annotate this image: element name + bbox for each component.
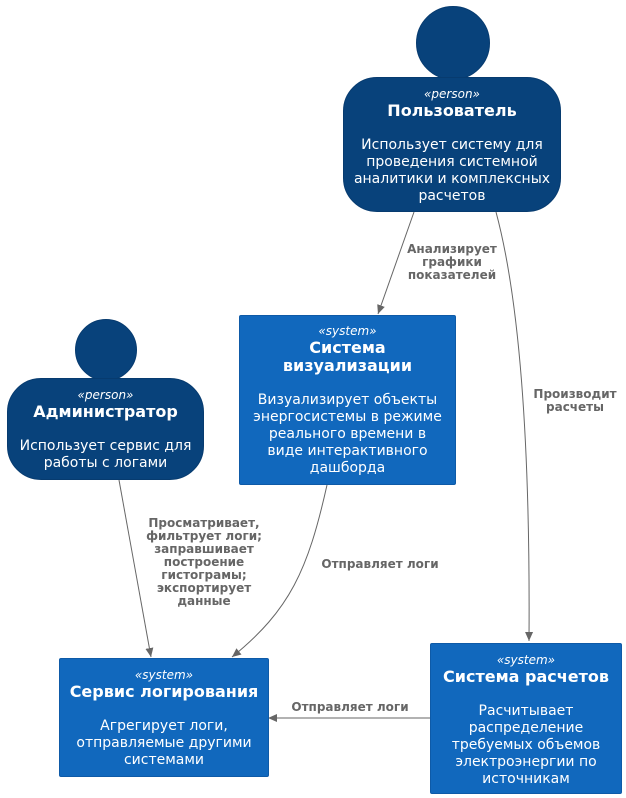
calc-system-node[interactable]: «system» Система расчетов Расчитывает ра… xyxy=(430,643,622,794)
edge-viz-logging xyxy=(231,484,328,658)
viz-system-node[interactable]: «system» Система визуализации Визуализир… xyxy=(239,315,456,485)
desc-line: Агрегирует логи, xyxy=(100,718,228,734)
edge-label-calc-logging: Отправляет логи xyxy=(282,701,418,714)
calc-stereotype: «system» xyxy=(496,653,556,667)
desc-line: реального времени в xyxy=(268,426,427,442)
edge-label-line: Анализирует xyxy=(407,242,497,256)
edge-user-calc xyxy=(495,211,534,642)
edge-label-line: показателей xyxy=(407,268,497,282)
desc-line: отправляемые другими xyxy=(76,735,252,751)
logging-stereotype: «system» xyxy=(134,668,194,682)
desc-line: расчетов xyxy=(418,188,486,204)
viz-stereotype: «system» xyxy=(318,324,377,338)
desc-line: дашборда xyxy=(309,460,386,476)
desc-line: источникам xyxy=(482,771,570,787)
calc-title: Система расчетов xyxy=(443,667,609,686)
desc-line: проведения системной xyxy=(366,154,538,170)
desc-line: энергосистемы в режиме xyxy=(253,409,442,425)
edge-label-user-viz: Анализирует графики показателей xyxy=(398,243,506,282)
logging-system-node[interactable]: «system» Сервис логирования Агрегирует л… xyxy=(59,658,269,777)
edge-label-line: построение xyxy=(163,555,245,569)
edge-label-line: гистограмы; xyxy=(161,568,247,582)
edge-label-line: заправшивает xyxy=(154,542,254,556)
edge-label-line: данные xyxy=(177,594,231,608)
edge-label-line: фильтрует логи; xyxy=(146,529,262,543)
user-description: Использует систему для проведения систем… xyxy=(354,137,550,205)
desc-line: работы с логами xyxy=(43,455,168,471)
user-person-head xyxy=(416,6,490,80)
edge-user-viz xyxy=(377,211,415,315)
admin-person-head xyxy=(75,319,137,381)
desc-line: Визуализирует объекты xyxy=(257,392,438,408)
edge-label-line: Производит xyxy=(533,387,617,401)
logging-description: Агрегирует логи, отправляемые другими си… xyxy=(76,718,251,769)
desc-line: Использует сервис для xyxy=(19,438,192,454)
edge-label-line: экспортирует xyxy=(156,581,252,595)
user-title: Пользователь xyxy=(387,101,517,120)
edge-label-line: графики xyxy=(422,255,482,269)
title-line: Система xyxy=(309,338,386,357)
edge-admin-logging xyxy=(118,479,154,658)
edge-label-line: Отправляет логи xyxy=(291,700,409,714)
viz-title: Система визуализации xyxy=(283,339,412,375)
edge-label-line: расчеты xyxy=(546,400,604,414)
admin-title: Администратор xyxy=(33,402,178,421)
desc-line: виде интерактивного xyxy=(267,443,428,459)
calc-description: Расчитывает распределение требуемых объе… xyxy=(452,703,601,788)
admin-stereotype: «person» xyxy=(77,388,134,402)
admin-description: Использует сервис для работы с логами xyxy=(20,438,192,472)
user-person-node[interactable]: «person» Пользователь Использует систему… xyxy=(343,77,561,212)
user-stereotype: «person» xyxy=(424,87,480,101)
admin-person-node[interactable]: «person» Администратор Использует сервис… xyxy=(7,378,204,480)
desc-line: Расчитывает xyxy=(478,703,574,719)
desc-line: аналитики и комплексных xyxy=(353,171,551,187)
edge-label-line: Отправляет логи xyxy=(321,557,439,571)
edge-label-viz-logging: Отправляет логи xyxy=(312,558,448,571)
edge-label-admin-logging: Просматривает, фильтрует логи; заправшив… xyxy=(136,517,272,608)
title-line: визуализации xyxy=(282,356,413,375)
desc-line: распределение xyxy=(468,720,584,736)
logging-title: Сервис логирования xyxy=(69,682,259,701)
desc-line: требуемых объемов xyxy=(451,737,601,753)
desc-line: Использует систему для xyxy=(361,137,543,153)
edge-label-user-calc: Производит расчеты xyxy=(527,388,623,414)
viz-description: Визуализирует объекты энергосистемы в ре… xyxy=(253,392,442,477)
desc-line: электроэнергии по xyxy=(455,754,597,770)
desc-line: системами xyxy=(123,752,205,768)
edge-label-line: Просматривает, xyxy=(148,516,260,530)
